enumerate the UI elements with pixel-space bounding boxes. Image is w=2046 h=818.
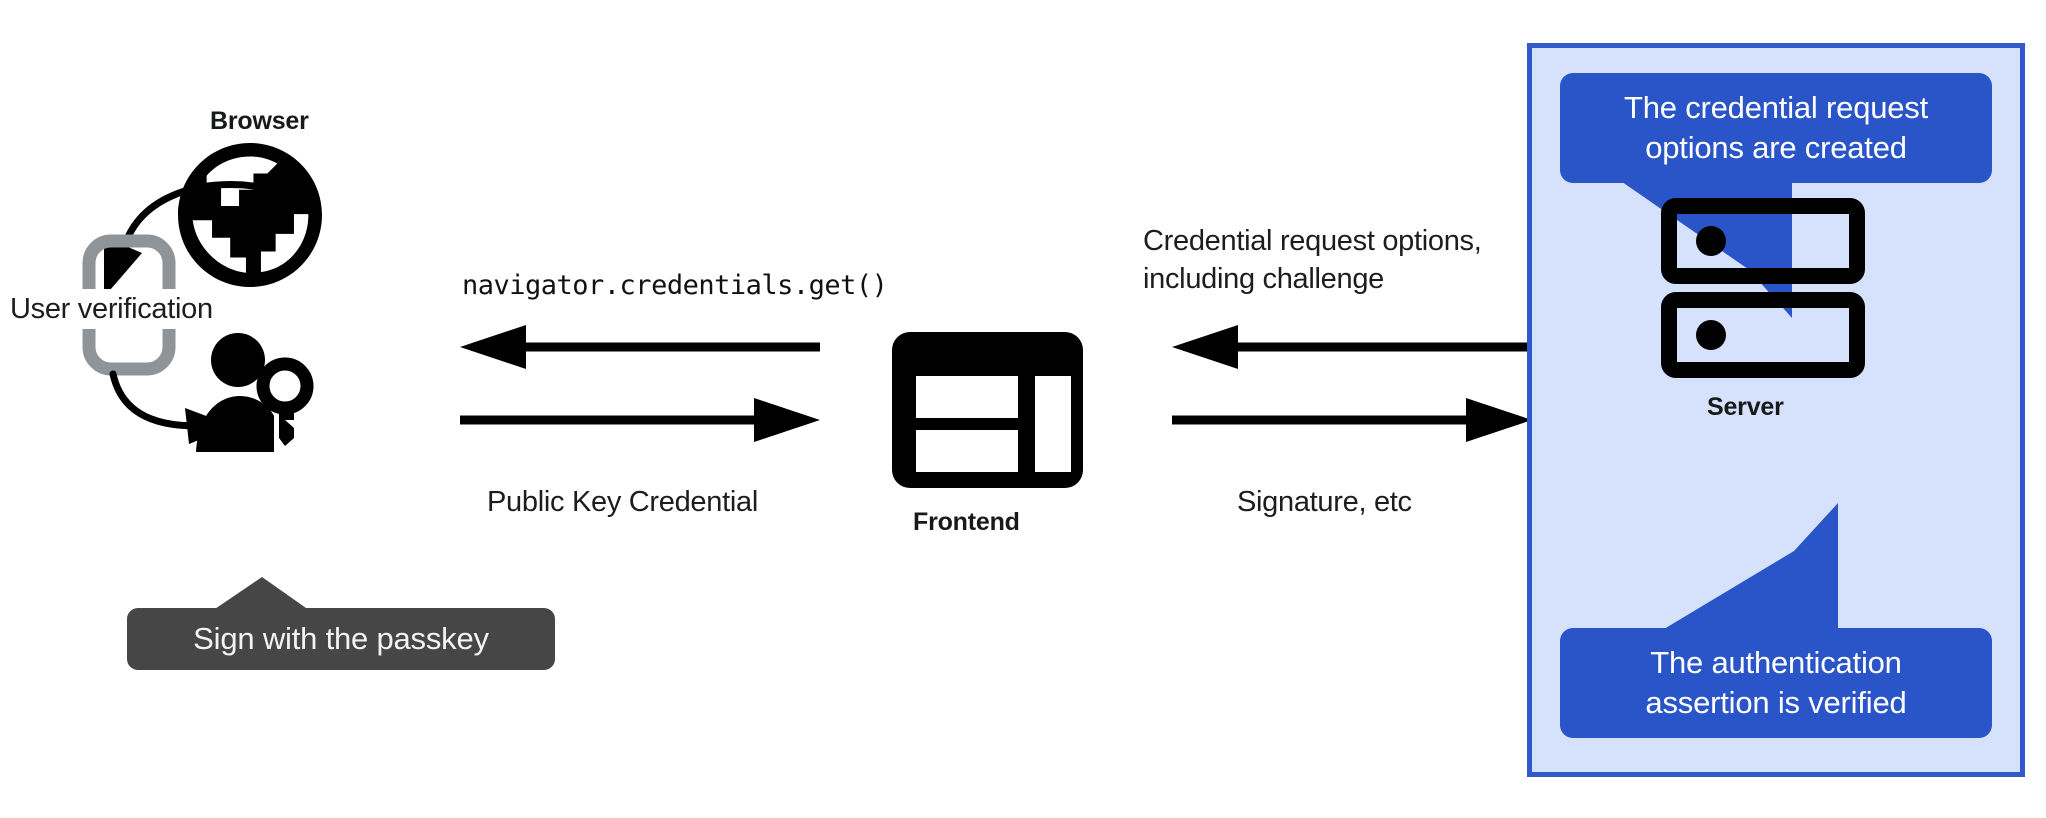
globe-icon	[175, 140, 325, 290]
server-callout-bottom-pointer	[1642, 503, 1842, 643]
server-callout-top-line1: The credential request	[1623, 89, 1929, 125]
server-callout-bottom-line1: The authentication	[1650, 644, 1902, 680]
signature-etc-label: Signature, etc	[1237, 486, 1412, 518]
browser-label: Browser	[210, 107, 309, 135]
browser-window-layout-icon	[890, 330, 1085, 490]
passkey-tooltip-pointer	[198, 575, 318, 615]
server-callout-top: The credential request options are creat…	[1560, 73, 1992, 183]
navigator-credentials-get-label: navigator.credentials.get()	[462, 270, 888, 301]
server-callout-top-line2: options are created	[1645, 130, 1907, 165]
server-label: Server	[1707, 393, 1784, 421]
person-with-key-icon	[190, 330, 315, 460]
credential-request-options-line1: Credential request options,	[1143, 225, 1482, 257]
passkey-tooltip: Sign with the passkey	[127, 608, 555, 670]
arrow-frontend-to-server	[1172, 398, 1532, 442]
arrow-frontend-to-browser	[460, 325, 820, 369]
server-rack-icon	[1661, 198, 1865, 380]
server-callout-bottom-line2: assertion is verified	[1645, 685, 1907, 720]
credential-request-options-label: Credential request options, including ch…	[1143, 222, 1482, 299]
credential-request-options-line2: including challenge	[1143, 263, 1384, 296]
frontend-label: Frontend	[913, 508, 1020, 536]
arrow-server-to-frontend	[1172, 325, 1532, 369]
user-verification-label: User verification	[7, 289, 216, 330]
server-callout-bottom: The authentication assertion is verified	[1560, 628, 1992, 738]
public-key-credential-label: Public Key Credential	[487, 486, 758, 518]
arrow-browser-to-frontend	[460, 398, 820, 442]
server-panel: The credential request options are creat…	[1527, 43, 2025, 777]
